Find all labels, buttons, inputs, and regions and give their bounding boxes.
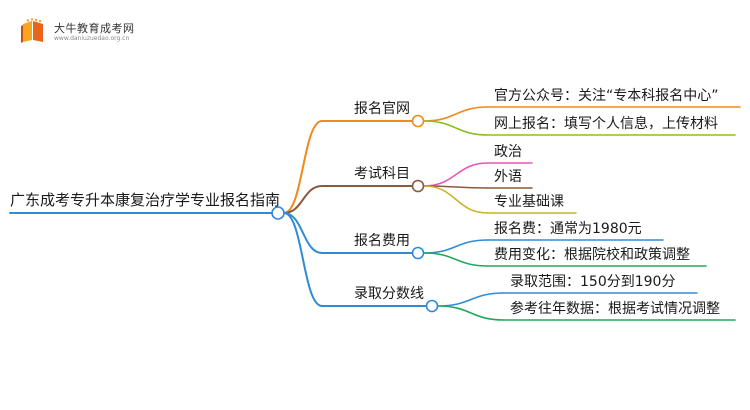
book-logo-icon [21,18,43,43]
connector-line [423,239,489,254]
branch-node[interactable]: 报名官网 [354,101,410,117]
branch-node[interactable]: 录取分数线 [354,286,424,302]
leaf-node[interactable]: 费用变化：根据院校和政策调整 [494,247,690,263]
connector-line [423,185,489,214]
root-node[interactable]: 广东成考专升本康复治疗学专业报名指南 [10,191,281,209]
leaf-node[interactable]: 官方公众号：关注“专本科报名中心” [494,88,719,104]
leaf-node[interactable]: 参考往年数据：根据考试情况调整 [510,301,720,317]
connector-line [437,305,505,321]
connector-line [423,106,489,122]
logo-title: 大牛教育成考网 [54,22,135,35]
collapse-toggle[interactable] [411,246,425,260]
connector-line [423,162,489,187]
branch-node[interactable]: 报名费用 [354,233,410,249]
leaf-node[interactable]: 专业基础课 [494,194,564,210]
collapse-toggle[interactable] [271,206,285,220]
collapse-toggle[interactable] [411,114,425,128]
collapse-toggle[interactable] [411,179,425,193]
site-logo[interactable]: 大牛教育成考网 www.daniuzuedao.org.cn [18,14,158,48]
leaf-node[interactable]: 录取范围：150分到190分 [510,274,676,290]
leaf-node[interactable]: 政治 [494,144,522,160]
connector-line [283,212,323,254]
connector-line [283,185,323,214]
leaf-node[interactable]: 报名费：通常为1980元 [494,221,642,237]
connector-line [437,292,505,307]
branch-node[interactable]: 考试科目 [354,166,410,182]
leaf-node[interactable]: 网上报名：填写个人信息，上传材料 [494,116,718,132]
logo-url: www.daniuzuedao.org.cn [54,35,130,42]
connector-line [423,252,489,267]
leaf-node[interactable]: 外语 [494,169,522,185]
connector-line [283,120,323,214]
connector-line [423,120,489,136]
collapse-toggle[interactable] [425,299,439,313]
connector-line [283,212,323,307]
